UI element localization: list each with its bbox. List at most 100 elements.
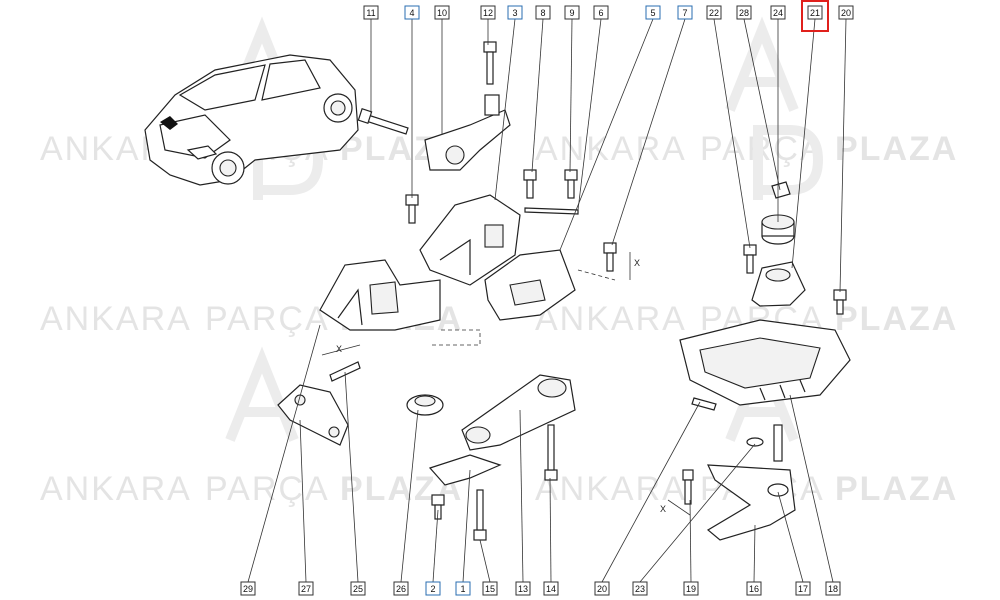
leader-28 bbox=[743, 18, 781, 191]
leader-17 bbox=[777, 491, 804, 583]
callout-box bbox=[240, 581, 256, 596]
callout-number: 14 bbox=[546, 584, 556, 594]
leader-5 bbox=[559, 18, 654, 251]
callout-number: 12 bbox=[483, 8, 493, 18]
engine-mount-3 bbox=[419, 194, 521, 286]
leader-9 bbox=[569, 18, 573, 173]
callout-box bbox=[363, 5, 379, 20]
watermark-row-3: ANKARA PARÇA PLAZA ANKARA PARÇA PLAZA bbox=[40, 470, 956, 508]
callout-19[interactable]: 19 bbox=[683, 581, 699, 596]
callout-number: 11 bbox=[366, 8, 375, 18]
callout-box bbox=[683, 581, 699, 596]
bolt-25 bbox=[329, 361, 361, 382]
callout-number: 21 bbox=[810, 8, 820, 18]
callout-box bbox=[706, 5, 722, 20]
bolt-20-upper bbox=[833, 289, 847, 315]
callout-15[interactable]: 15 bbox=[482, 581, 498, 596]
callout-9[interactable]: 9 bbox=[564, 5, 580, 20]
svg-text:PLAZA: PLAZA bbox=[835, 300, 958, 338]
callout-number: 1 bbox=[460, 584, 465, 594]
callout-29[interactable]: 29 bbox=[240, 581, 256, 596]
callout-box bbox=[425, 581, 441, 596]
callout-number: 18 bbox=[828, 584, 838, 594]
callout-box bbox=[770, 5, 786, 20]
callout-13[interactable]: 13 bbox=[515, 581, 531, 596]
callout-20[interactable]: 20 bbox=[594, 581, 610, 596]
callout-box bbox=[807, 5, 823, 20]
torque-rod-13 bbox=[461, 374, 576, 451]
callout-10[interactable]: 10 bbox=[434, 5, 450, 20]
callout-number: 2 bbox=[430, 584, 435, 594]
callout-22[interactable]: 22 bbox=[706, 5, 722, 20]
callout-12[interactable]: 12 bbox=[480, 5, 496, 20]
car-illustration bbox=[144, 54, 359, 186]
callout-23[interactable]: 23 bbox=[632, 581, 648, 596]
leader-26 bbox=[400, 409, 419, 583]
callout-box bbox=[507, 5, 523, 20]
callout-number: 20 bbox=[597, 584, 607, 594]
callout-26[interactable]: 26 bbox=[393, 581, 409, 596]
svg-text:PARÇA: PARÇA bbox=[205, 300, 330, 338]
callout-2[interactable]: 2 bbox=[425, 581, 441, 596]
leader-13 bbox=[519, 409, 524, 583]
svg-text:ANKARA: ANKARA bbox=[535, 470, 687, 508]
callout-box bbox=[455, 581, 471, 596]
bolt-8 bbox=[523, 169, 537, 199]
callout-8[interactable]: 8 bbox=[535, 5, 551, 20]
dashed-guides bbox=[432, 269, 616, 346]
leader-7 bbox=[611, 18, 686, 246]
leader-3 bbox=[494, 18, 516, 201]
callout-25[interactable]: 25 bbox=[350, 581, 366, 596]
callout-28[interactable]: 28 bbox=[736, 5, 752, 20]
bolt-15 bbox=[473, 489, 487, 541]
callout-box bbox=[677, 5, 693, 20]
callout-box bbox=[825, 581, 841, 596]
callout-24[interactable]: 24 bbox=[770, 5, 786, 20]
callout-number: 15 bbox=[485, 584, 495, 594]
bolt-20-lower bbox=[691, 397, 717, 411]
callout-20[interactable]: 20 bbox=[838, 5, 854, 20]
leader-16 bbox=[753, 524, 756, 583]
callout-11[interactable]: 11 bbox=[363, 5, 379, 20]
callout-18[interactable]: 18 bbox=[825, 581, 841, 596]
callout-5[interactable]: 5 bbox=[645, 5, 661, 20]
callout-3[interactable]: 3 bbox=[507, 5, 523, 20]
leader-18 bbox=[789, 394, 834, 583]
leader-23 bbox=[639, 443, 756, 583]
leader-27 bbox=[299, 419, 307, 583]
callout-number: 25 bbox=[353, 584, 363, 594]
svg-text:ANKARA: ANKARA bbox=[40, 470, 192, 508]
callout-box bbox=[795, 581, 811, 596]
svg-text:ANKARA: ANKARA bbox=[535, 300, 687, 338]
callout-box bbox=[350, 581, 366, 596]
callout-number: 20 bbox=[841, 8, 851, 18]
callout-number: 6 bbox=[598, 8, 603, 18]
callout-4[interactable]: 4 bbox=[404, 5, 420, 20]
callout-number: 13 bbox=[518, 584, 528, 594]
bolt-11 bbox=[357, 107, 409, 135]
callout-1[interactable]: 1 bbox=[455, 581, 471, 596]
bolt-4 bbox=[405, 194, 419, 224]
callout-14[interactable]: 14 bbox=[543, 581, 559, 596]
callout-box bbox=[393, 581, 409, 596]
svg-text:ANKARA: ANKARA bbox=[535, 130, 687, 168]
leader-20 bbox=[601, 401, 701, 583]
bolt-12 bbox=[483, 41, 497, 85]
svg-text:X: X bbox=[336, 344, 342, 354]
leader-14 bbox=[549, 477, 552, 583]
callout-21[interactable]: 21 bbox=[807, 5, 823, 20]
callout-17[interactable]: 17 bbox=[795, 581, 811, 596]
callout-7[interactable]: 7 bbox=[677, 5, 693, 20]
leader-2 bbox=[432, 509, 439, 583]
callout-number: 5 bbox=[650, 8, 655, 18]
callout-number: 29 bbox=[243, 584, 253, 594]
callout-box bbox=[543, 581, 559, 596]
callout-16[interactable]: 16 bbox=[746, 581, 762, 596]
callout-6[interactable]: 6 bbox=[593, 5, 609, 20]
callout-number: 23 bbox=[635, 584, 645, 594]
bush-24 bbox=[761, 214, 795, 245]
plate-6 bbox=[524, 207, 579, 215]
callout-27[interactable]: 27 bbox=[298, 581, 314, 596]
